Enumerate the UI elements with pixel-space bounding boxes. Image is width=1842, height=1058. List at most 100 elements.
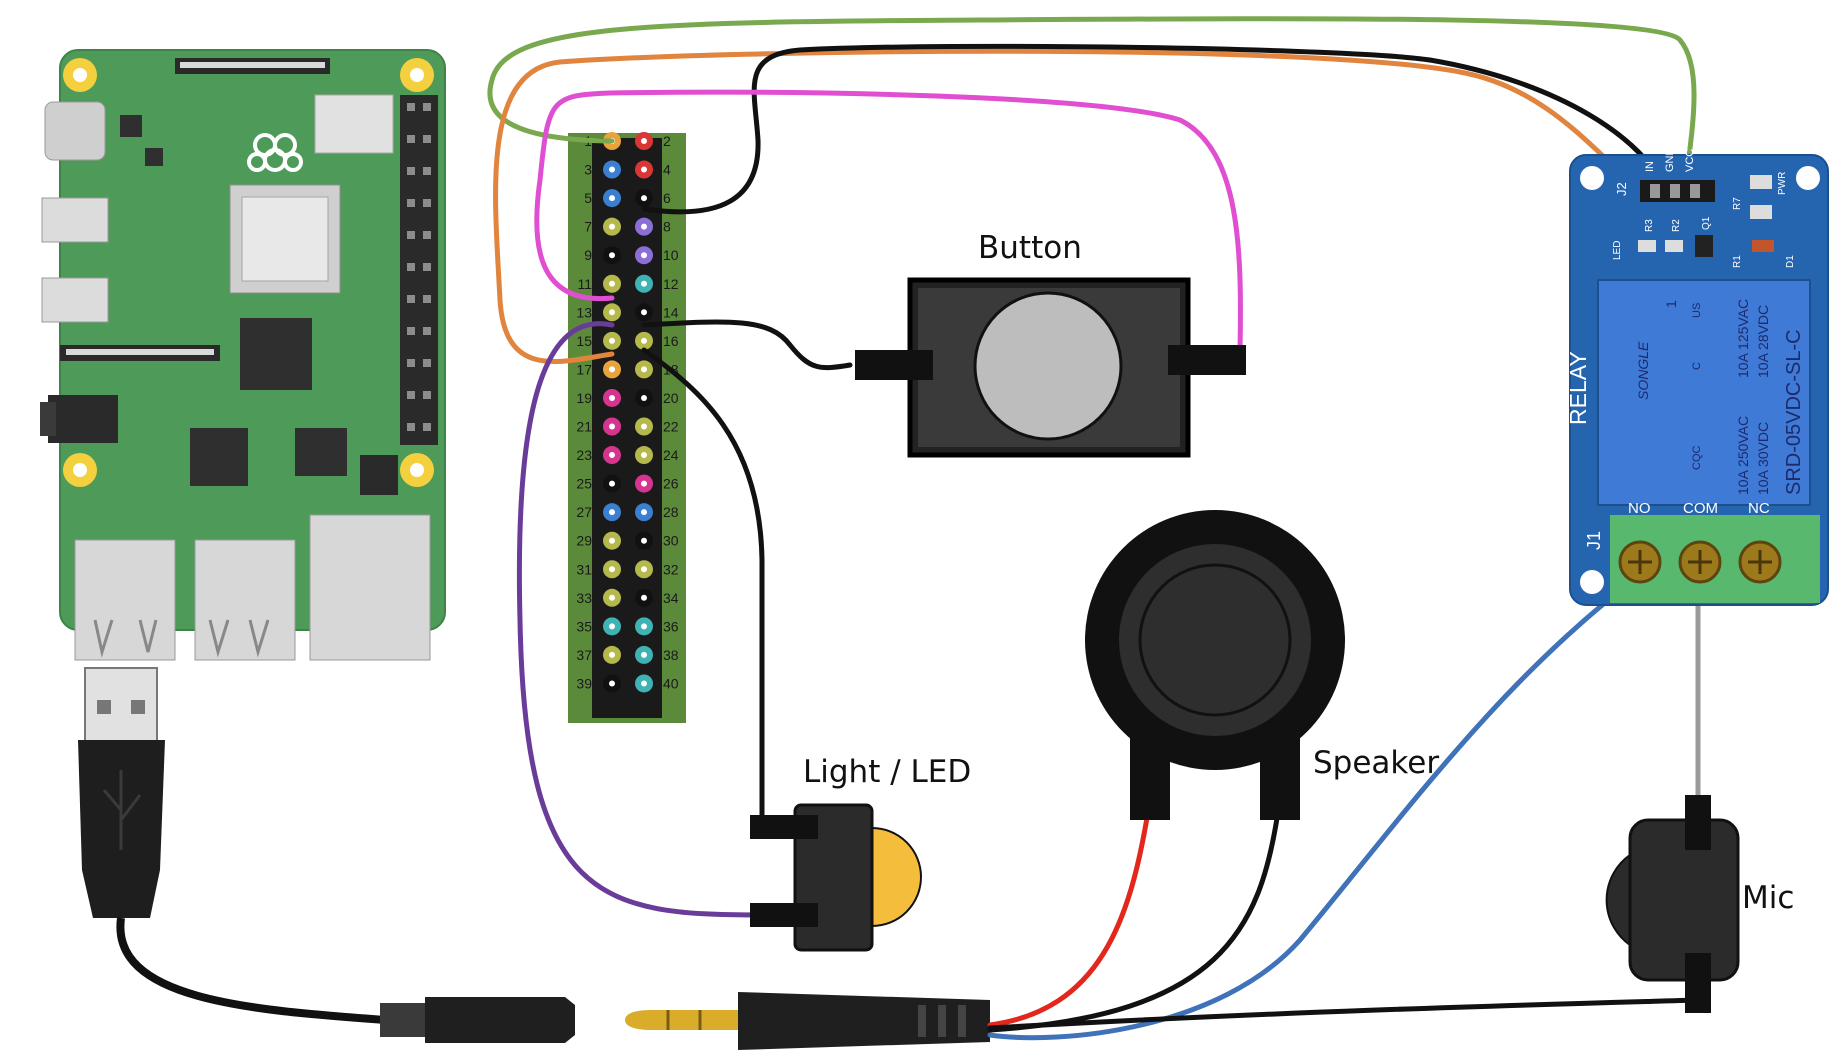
- gpio-pin-number: 31: [576, 561, 592, 577]
- gpio-pin-hole-7: [609, 223, 615, 230]
- mic-component: [1605, 795, 1740, 1013]
- wire-purple-led: [516, 321, 763, 918]
- usb-plug: [78, 667, 165, 918]
- gpio-pin-number: 17: [576, 361, 592, 377]
- gpio-pin-hole-35: [609, 623, 615, 630]
- gpio-pin-number: 23: [576, 447, 592, 463]
- gpio-pin-hole-6: [641, 195, 647, 202]
- relay-cert-cqc: CQC: [1691, 446, 1703, 471]
- gpio-pin-number: 32: [663, 561, 679, 577]
- gpio-pin-number: 2: [663, 133, 671, 149]
- led-component: [750, 803, 922, 952]
- wire-black-gnd: [641, 43, 1668, 215]
- gpio-pin-number: 3: [584, 162, 592, 178]
- gpio-pin-hole-4: [641, 166, 647, 173]
- gpio-pin-number: 40: [663, 675, 679, 691]
- gpio-pin-hole-18: [641, 366, 647, 373]
- gpio-pin-number: 24: [663, 447, 679, 463]
- gpio-pin-number: 27: [576, 504, 592, 520]
- wire-orange-in: [493, 48, 1648, 364]
- relay-comp-pwr: PWR: [1777, 172, 1788, 195]
- relay-comp-r1: R1: [1732, 255, 1743, 268]
- gpio-pin-hole-28: [641, 509, 647, 516]
- gpio-pin-hole-32: [641, 566, 647, 573]
- gpio-pin-hole-14: [641, 309, 647, 316]
- raspberry-pi-board: [40, 49, 446, 661]
- gpio-pin-number: 15: [576, 333, 592, 349]
- gpio-pin-hole-24: [641, 452, 647, 459]
- gpio-pin-hole-11: [609, 280, 615, 287]
- relay-comp-d1: D1: [1785, 255, 1796, 268]
- relay-comp-led: LED: [1612, 241, 1623, 260]
- relay-rating-1: 10A 250VAC: [1735, 416, 1751, 495]
- relay-number: 1: [1663, 300, 1679, 308]
- gpio-pin-hole-8: [641, 223, 647, 230]
- speaker-component: [1085, 510, 1345, 820]
- light-led-label: Light / LED: [803, 754, 971, 790]
- gpio-pin-hole-26: [641, 480, 647, 487]
- relay-rating-3: 10A 30VDC: [1755, 422, 1771, 495]
- raspberry-logo-icon: [247, 133, 303, 172]
- wire-black-mic: [987, 997, 1701, 1031]
- wire-black-led: [641, 347, 765, 818]
- gpio-pin-number: 10: [663, 247, 679, 263]
- gpio-pin-number: 26: [663, 476, 679, 492]
- gpio-pin-hole-12: [641, 280, 647, 287]
- gpio-pin-number: 6: [663, 190, 671, 206]
- relay-rating-2: 10A 125VAC: [1735, 299, 1751, 378]
- relay-terminal-com: COM: [1683, 500, 1718, 517]
- relay-terminal-label: J1: [1584, 531, 1604, 550]
- mic-label: Mic: [1742, 880, 1794, 916]
- relay-module: [1569, 154, 1829, 606]
- gpio-pin-hole-27: [609, 509, 615, 516]
- usb-symbol-icon: [102, 770, 142, 850]
- gpio-pin-number: 9: [584, 247, 592, 263]
- gpio-pin-hole-5: [609, 195, 615, 202]
- relay-comp-r7: R7: [1732, 197, 1743, 210]
- gpio-pin-number: 28: [663, 504, 679, 520]
- wire-black-speaker: [987, 809, 1281, 1033]
- button-component: [855, 277, 1246, 458]
- gpio-pin-number: 12: [663, 276, 679, 292]
- gpio-pin-hole-9: [609, 252, 615, 259]
- gpio-pin-hole-10: [641, 252, 647, 259]
- audio-jack-female: [380, 997, 575, 1043]
- wire-magenta-button: [534, 89, 1243, 353]
- gpio-pin-number: 19: [576, 390, 592, 406]
- gpio-pin-hole-3: [609, 166, 615, 173]
- relay-header-label: J2: [1614, 182, 1629, 196]
- gpio-pin-number: 8: [663, 219, 671, 235]
- gpio-pin-hole-33: [609, 594, 615, 601]
- gpio-pin-number: 29: [576, 533, 592, 549]
- gpio-pin-number: 14: [663, 304, 679, 320]
- wire-green-vcc: [487, 16, 1697, 193]
- gpio-pin-number: 39: [576, 675, 592, 691]
- gpio-pin-number: 11: [577, 276, 592, 292]
- gpio-pin-hole-40: [641, 680, 647, 687]
- gpio-pin-hole-20: [641, 394, 647, 401]
- gpio-pin-hole-23: [609, 452, 615, 459]
- gpio-pin-number: 5: [584, 190, 592, 206]
- gpio-pin-hole-16: [641, 337, 647, 344]
- relay-pin-gnd: GND: [1664, 148, 1676, 173]
- gpio-pin-hole-37: [609, 651, 615, 658]
- gpio-pin-number: 7: [584, 219, 592, 235]
- relay-terminal-no: NO: [1628, 500, 1651, 517]
- gpio-pin-number: 16: [663, 333, 679, 349]
- gpio-pin-number: 30: [663, 533, 679, 549]
- gpio-pin-hole-34: [641, 594, 647, 601]
- gpio-pin-hole-21: [609, 423, 615, 430]
- gpio-pin-hole-19: [609, 394, 615, 401]
- gpio-pin-number: 35: [576, 618, 592, 634]
- button-label: Button: [978, 230, 1082, 266]
- gpio-pin-hole-22: [641, 423, 647, 430]
- gpio-pin-number: 21: [576, 419, 592, 435]
- wire-blue-relay: [987, 572, 1643, 1041]
- gpio-pin-hole-2: [641, 138, 647, 144]
- relay-comp-q1: Q1: [1701, 216, 1712, 230]
- audio-plug-male: [625, 992, 990, 1050]
- wires: [487, 16, 1701, 1041]
- relay-terminal-nc: NC: [1748, 500, 1770, 517]
- relay-pin-vcc: VCC: [1684, 149, 1696, 172]
